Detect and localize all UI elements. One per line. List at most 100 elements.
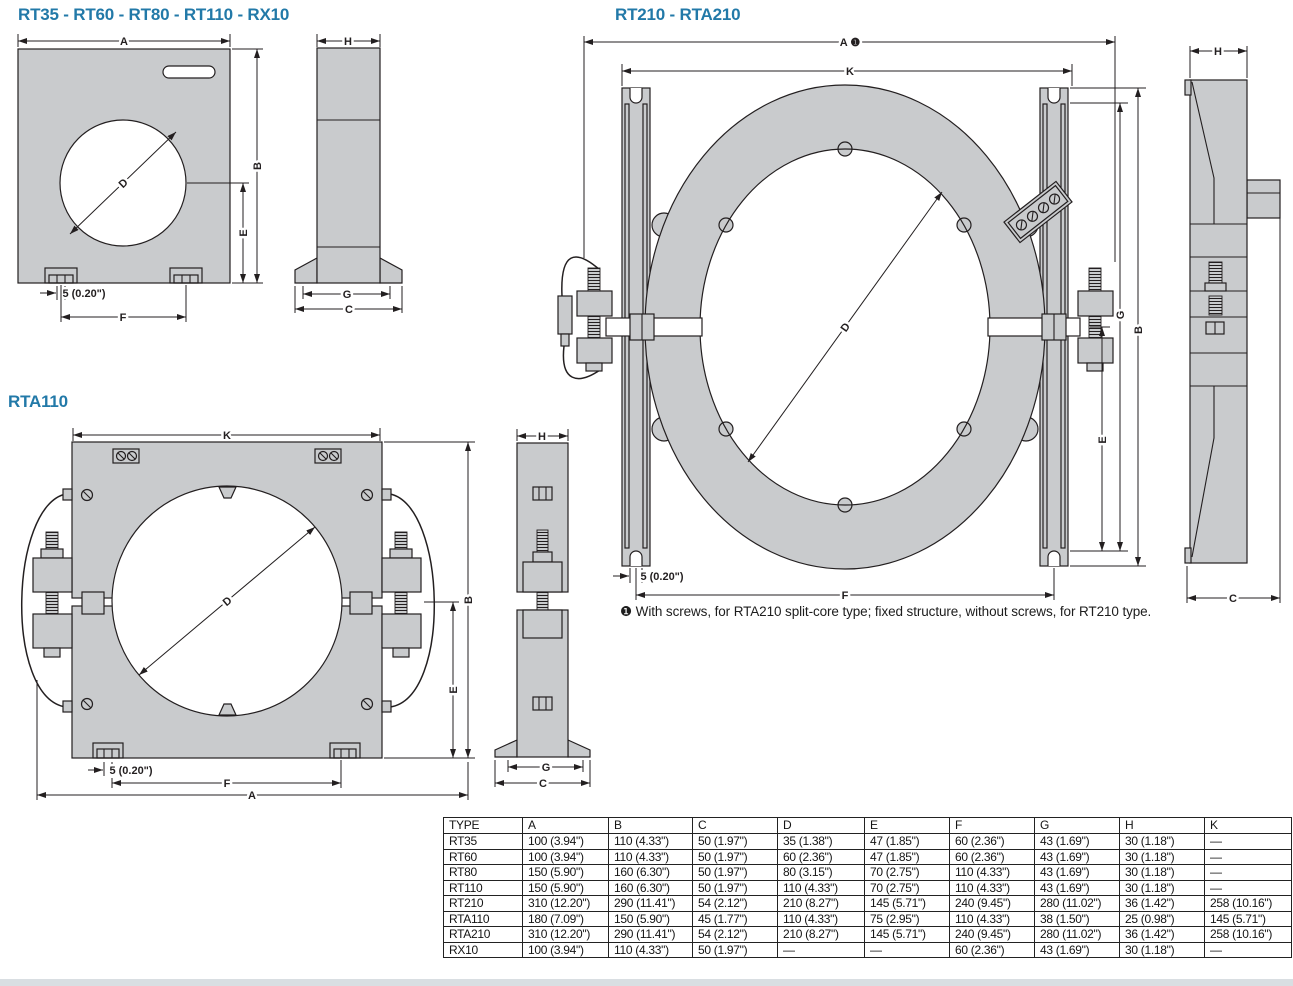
footnote-marker-icon: ❶ — [620, 604, 633, 619]
table-header-cell: H — [1119, 817, 1205, 834]
table-cell: 70 (2.75") — [864, 864, 950, 881]
rta110-front-side-diagram: K — [21, 428, 591, 805]
table-cell: 100 (3.94") — [522, 833, 609, 850]
table-header-cell: C — [692, 817, 778, 834]
table-cell: RT110 — [443, 879, 523, 896]
rt210-front-view: A ❶ K — [557, 35, 1148, 605]
dim-label-a-note: A ❶ — [840, 37, 861, 49]
table-cell: 50 (1.97") — [692, 864, 778, 881]
table-cell: — — [1204, 833, 1292, 850]
footnote: ❶ With screws, for RTA210 split-core typ… — [620, 604, 1260, 620]
table-cell: 47 (1.85") — [864, 848, 950, 865]
split-key-right — [349, 591, 373, 615]
table-cell: 210 (8.27") — [777, 895, 865, 912]
table-cell: 80 (3.15") — [777, 864, 865, 881]
table-cell: 60 (2.36") — [777, 848, 865, 865]
dim-label-k: K — [223, 430, 231, 442]
table-header-cell: G — [1034, 817, 1120, 834]
table-cell: 110 (4.33") — [949, 910, 1035, 927]
table-cell: — — [1204, 848, 1292, 865]
gap-dimension: 5 (0.20") — [40, 286, 108, 303]
dim-label-f: F — [842, 590, 849, 602]
side-terminal-box — [1246, 179, 1281, 219]
wire-left — [21, 493, 67, 708]
terminal-block — [1003, 180, 1073, 244]
dim-label-b: B — [1133, 326, 1145, 334]
table-cell: — — [1204, 864, 1292, 881]
table-cell: 160 (6.30") — [608, 864, 693, 881]
table-cell: RT80 — [443, 864, 523, 881]
dim-label-c: C — [345, 304, 353, 316]
table-cell: 60 (2.36") — [949, 848, 1035, 865]
table-cell: 50 (1.97") — [692, 848, 778, 865]
dim-label-b: B — [463, 596, 475, 604]
table-cell: 110 (4.33") — [949, 864, 1035, 881]
table-header-cell: K — [1204, 817, 1292, 834]
dim-label-c: C — [1229, 593, 1237, 605]
table-cell: 38 (1.50") — [1034, 910, 1120, 927]
dim-label-g: G — [1115, 311, 1127, 320]
table-cell: — — [1204, 941, 1292, 958]
table-cell: 110 (4.33") — [777, 910, 865, 927]
table-cell: 43 (1.69") — [1034, 848, 1120, 865]
table-cell: 145 (5.71") — [1204, 910, 1292, 927]
table-cell: 280 (11.02") — [1034, 895, 1120, 912]
dim-label-e: E — [448, 686, 460, 693]
side-body — [316, 47, 381, 284]
table-cell: 110 (4.33") — [949, 879, 1035, 896]
table-cell: 100 (3.94") — [522, 941, 609, 958]
dim-label-k: K — [846, 66, 854, 78]
base-flare-left — [294, 256, 318, 284]
table-cell: 258 (10.16") — [1204, 895, 1292, 912]
table-cell: 310 (12.20") — [522, 895, 609, 912]
dim-label-h: H — [1214, 46, 1222, 58]
table-cell: 240 (9.45") — [949, 895, 1035, 912]
clamp-right — [381, 531, 422, 658]
footnote-text: With screws, for RTA210 split-core type;… — [635, 604, 1152, 619]
terminal-block-left — [112, 448, 140, 464]
table-cell: 110 (4.33") — [608, 833, 693, 850]
table-cell: 45 (1.77") — [692, 910, 778, 927]
diagram-group2-title: RT210 - RTA210 — [615, 5, 741, 24]
gap-label: 5 (0.20") — [62, 288, 105, 300]
rt210-side-view: H C — [1184, 44, 1281, 608]
feet — [92, 742, 361, 759]
rt35-front-view: A D B E 5 (0.20" — [17, 34, 267, 327]
table-cell: RT60 — [443, 848, 523, 865]
handle-slot — [162, 65, 216, 79]
dim-label-f: F — [120, 312, 127, 324]
table-cell: 43 (1.69") — [1034, 941, 1120, 958]
rt210-front-side-diagram: A ❶ K — [557, 35, 1281, 608]
table-cell: — — [864, 941, 950, 958]
table-cell: 160 (6.30") — [608, 879, 693, 896]
gap-label: 5 (0.20") — [640, 571, 683, 583]
table-cell: 310 (12.20") — [522, 926, 609, 943]
hole-top-tab — [218, 486, 237, 499]
table-cell: 100 (3.94") — [522, 848, 609, 865]
page-edge — [0, 979, 1293, 986]
table-cell: 50 (1.97") — [692, 879, 778, 896]
table-cell: 290 (11.41") — [608, 895, 693, 912]
diagram-group3-title: RTA110 — [8, 392, 68, 411]
table-cell: 47 (1.85") — [864, 833, 950, 850]
table-cell: 75 (2.95") — [864, 910, 950, 927]
table-cell: 150 (5.90") — [522, 879, 609, 896]
wire-right — [389, 493, 435, 708]
feet — [44, 267, 203, 284]
table-cell: 43 (1.69") — [1034, 833, 1120, 850]
table-header-cell: B — [608, 817, 693, 834]
dim-label-e: E — [1097, 436, 1109, 443]
gap-dimension: 5 (0.20") — [613, 568, 686, 586]
table-cell: — — [1204, 879, 1292, 896]
table-cell: 258 (10.16") — [1204, 926, 1292, 943]
dim-label-h: H — [538, 431, 546, 443]
hole-bottom-tab — [218, 703, 237, 716]
